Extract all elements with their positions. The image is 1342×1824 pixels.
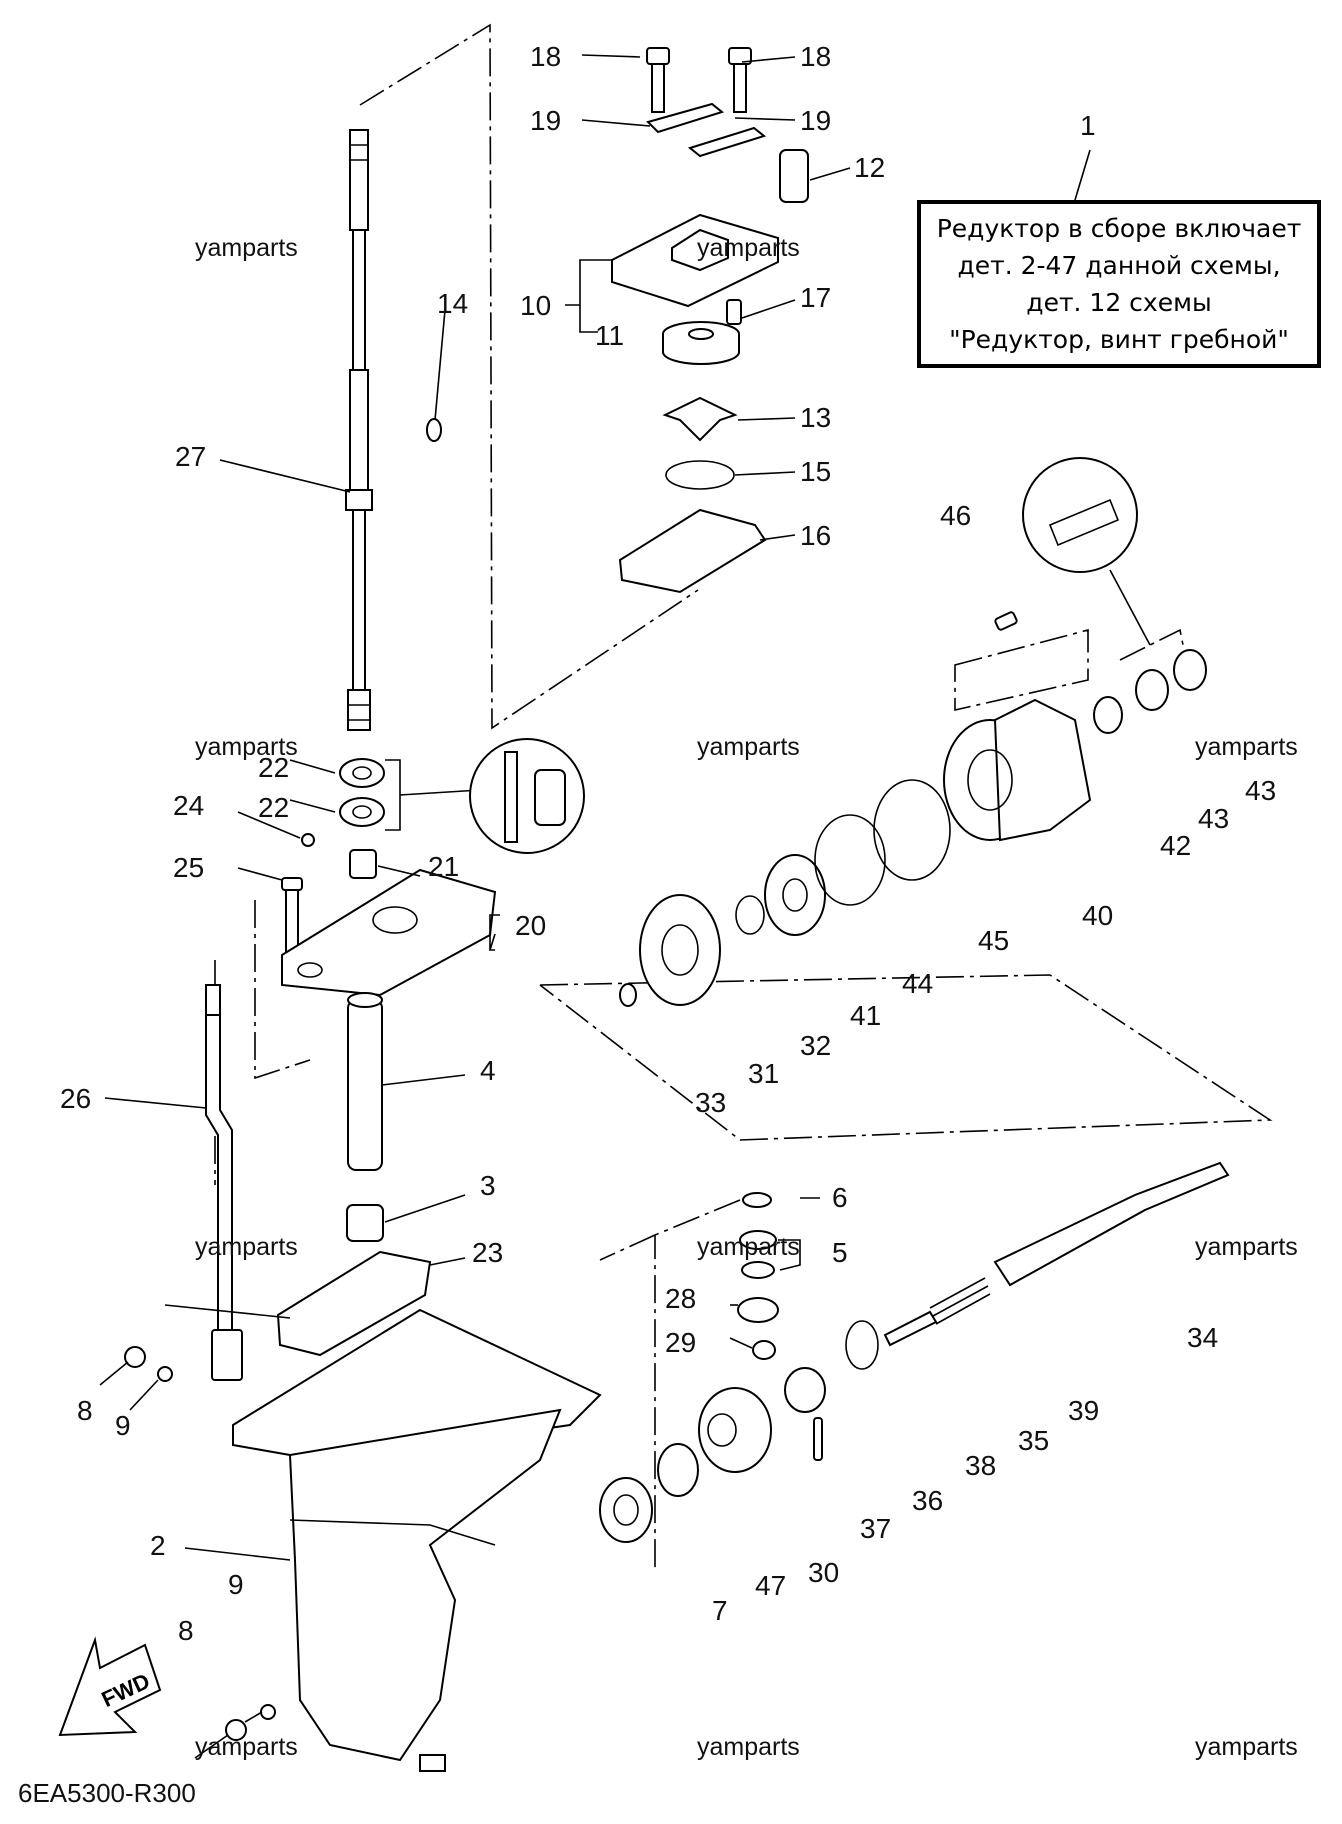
callout-43a: 43	[1198, 803, 1229, 834]
note-line-2: дет. 2-47 данной схемы,	[957, 251, 1281, 280]
callout-14: 14	[437, 288, 468, 319]
watermark-2: yamparts	[697, 234, 800, 262]
diagram-code: 6EA5300-R300	[18, 1778, 196, 1808]
callout-28: 28	[665, 1283, 696, 1314]
lower-casing	[232, 1308, 602, 1772]
seal-bearing-set	[994, 611, 1207, 734]
callout-18b: 18	[800, 41, 831, 72]
callout-8b: 8	[178, 1615, 194, 1646]
callout-22a: 22	[258, 752, 289, 783]
bolt-8-top	[124, 1346, 173, 1382]
callout-1: 1	[1080, 110, 1096, 141]
callout-11: 11	[595, 320, 624, 351]
callout-19a: 19	[530, 105, 561, 136]
callout-20: 20	[515, 910, 546, 941]
callout-6: 6	[832, 1182, 848, 1213]
watermark-8: yamparts	[1195, 1233, 1298, 1261]
clutch-group	[784, 1277, 991, 1461]
callout-38: 38	[965, 1450, 996, 1481]
assembly-lines	[214, 23, 1273, 1570]
bushing-21	[349, 849, 377, 879]
callout-15: 15	[800, 456, 831, 487]
water-tube-group	[346, 992, 384, 1242]
callout-21: 21	[428, 851, 459, 882]
callout-19b: 19	[800, 105, 831, 136]
callout-7: 7	[712, 1595, 728, 1626]
gasket-23	[276, 1250, 432, 1357]
reverse-gear-group	[619, 779, 951, 1007]
water-pump-group	[611, 47, 809, 594]
watermarks: yamparts yamparts yamparts yamparts yamp…	[195, 234, 1298, 1761]
callout-25: 25	[173, 852, 204, 883]
forward-direction-arrow: FWD	[58, 1636, 162, 1737]
callout-labels: 1 2 3 4 5 6 7 8 8 9 9 10 11 12 13 14 15 …	[60, 41, 1276, 1646]
callout-31: 31	[748, 1058, 779, 1089]
prop-shaft-housing	[943, 698, 1092, 842]
callout-27: 27	[175, 441, 206, 472]
callout-10: 10	[520, 290, 551, 321]
callout-12: 12	[854, 152, 885, 183]
callout-16: 16	[800, 520, 831, 551]
note-line-3: дет. 12 схемы	[1026, 288, 1212, 317]
callout-17: 17	[800, 282, 831, 313]
callout-39: 39	[1068, 1395, 1099, 1426]
callout-42: 42	[1160, 830, 1191, 861]
callout-41: 41	[850, 1000, 881, 1031]
callout-2: 2	[150, 1530, 166, 1561]
callout-44: 44	[902, 968, 933, 999]
woodruff-key	[426, 418, 442, 442]
watermark-1: yamparts	[195, 234, 298, 262]
callout-36: 36	[912, 1485, 943, 1516]
watermark-3: yamparts	[195, 733, 298, 761]
drive-shaft	[345, 129, 373, 731]
callout-46: 46	[940, 500, 971, 531]
forward-gear-group	[599, 1387, 772, 1543]
callout-33: 33	[695, 1087, 726, 1118]
o-ring-24	[301, 833, 315, 847]
note-line-4: "Редуктор, винт гребной"	[949, 325, 1289, 354]
watermark-10: yamparts	[697, 1733, 800, 1761]
watermark-5: yamparts	[1195, 733, 1298, 761]
watermark-7: yamparts	[697, 1233, 800, 1261]
callout-30: 30	[808, 1557, 839, 1588]
callout-9b: 9	[228, 1569, 244, 1600]
callout-34: 34	[1187, 1322, 1218, 1353]
propeller-shaft	[993, 1161, 1230, 1287]
note-line-1: Редуктор в сборе включает	[936, 214, 1302, 243]
watermark-11: yamparts	[1195, 1733, 1298, 1761]
watermark-4: yamparts	[697, 733, 800, 761]
callout-4: 4	[480, 1055, 496, 1086]
callout-9a: 9	[115, 1410, 131, 1441]
callout-8a: 8	[77, 1395, 93, 1426]
upper-case-plate-group	[281, 868, 497, 997]
bearing-group-22	[339, 738, 585, 854]
callout-43b: 43	[1245, 775, 1276, 806]
callout-3: 3	[480, 1170, 496, 1201]
callout-24: 24	[173, 790, 204, 821]
leader-lines	[99, 54, 1091, 1759]
callout-35: 35	[1018, 1425, 1049, 1456]
callout-23: 23	[472, 1237, 503, 1268]
shift-rod	[205, 984, 243, 1381]
callout-13: 13	[800, 402, 831, 433]
watermark-9: yamparts	[195, 1733, 298, 1761]
assembly-note: Редуктор в сборе включает дет. 2-47 данн…	[917, 200, 1321, 368]
callout-45: 45	[978, 925, 1009, 956]
callout-40: 40	[1082, 900, 1113, 931]
callout-47: 47	[755, 1570, 786, 1601]
seal-inset	[1022, 457, 1151, 646]
callout-32: 32	[800, 1030, 831, 1061]
callout-18a: 18	[530, 41, 561, 72]
callout-5: 5	[832, 1237, 848, 1268]
callout-26: 26	[60, 1083, 91, 1114]
watermark-6: yamparts	[195, 1233, 298, 1261]
callout-22b: 22	[258, 792, 289, 823]
pinion-stack	[737, 1192, 779, 1360]
callout-37: 37	[860, 1513, 891, 1544]
callout-29: 29	[665, 1327, 696, 1358]
